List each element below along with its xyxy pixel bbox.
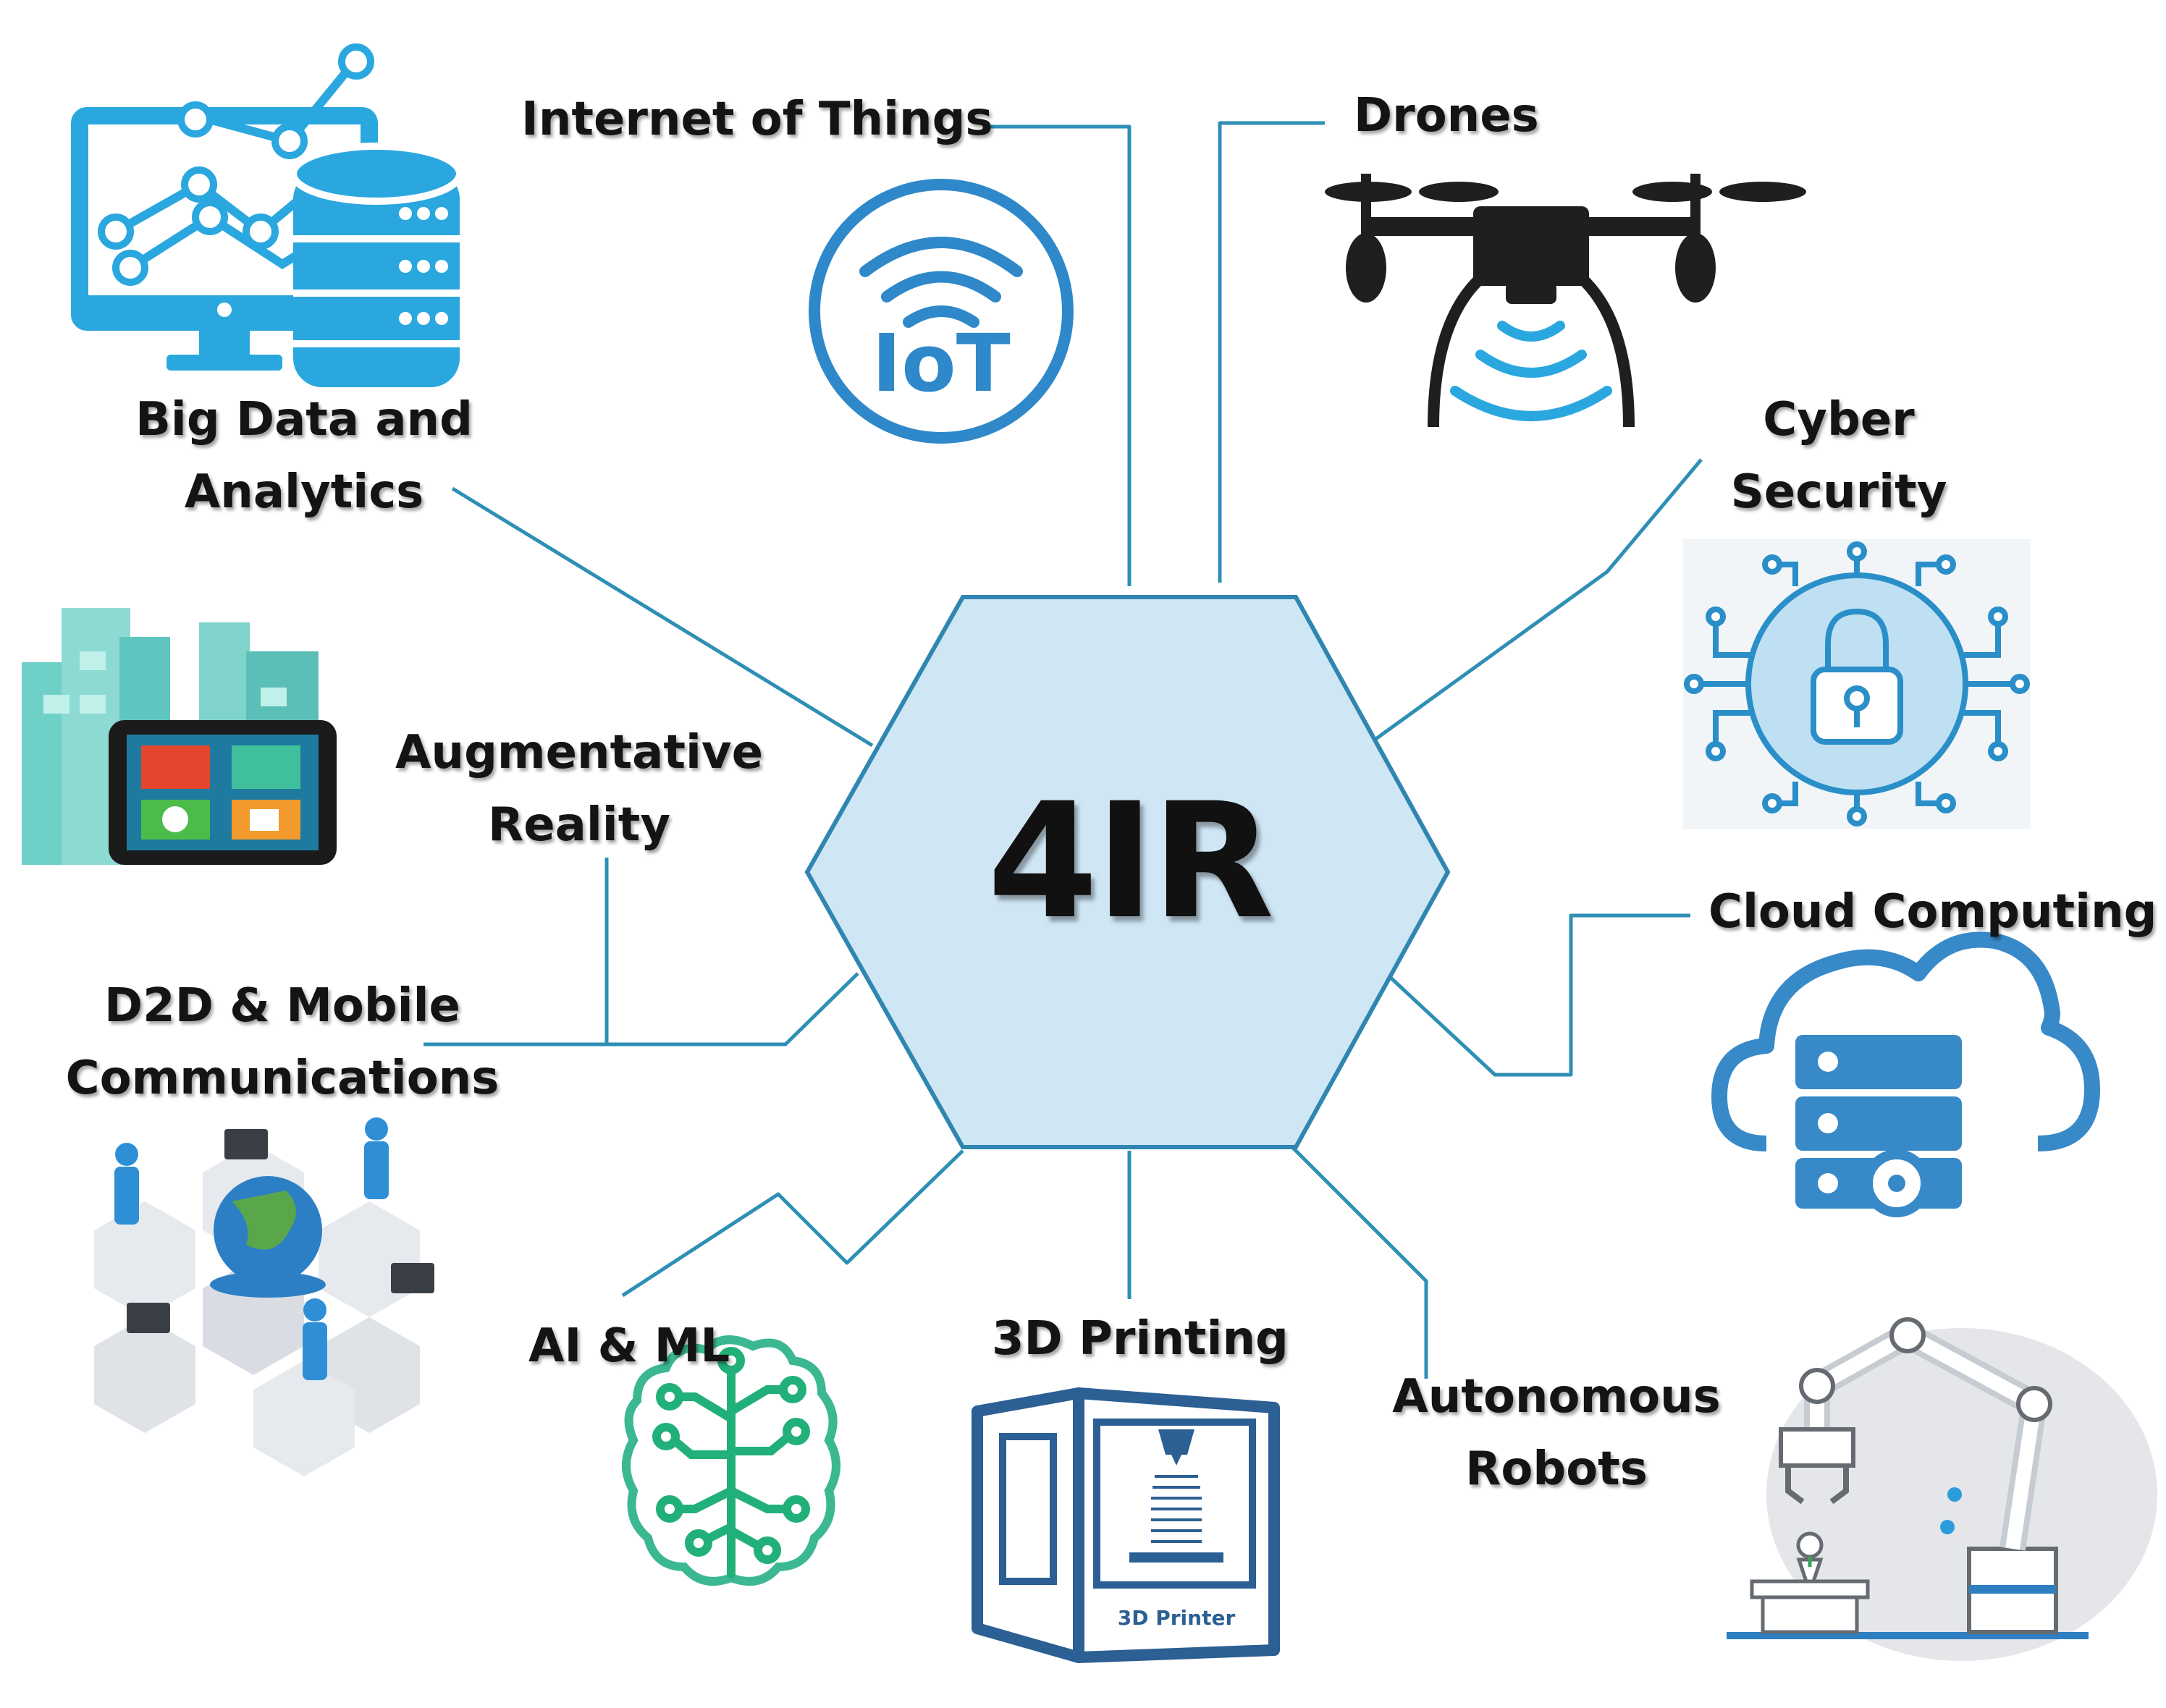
printer-caption: 3D Printer: [1118, 1606, 1236, 1630]
label-cyber-security: Cyber Security: [1708, 384, 1969, 528]
3d-printer-icon: 3D Printer: [972, 1387, 1280, 1663]
iot-icon-text: IoT: [872, 317, 1011, 410]
label-d2d-line1: D2D & Mobile: [104, 979, 460, 1033]
label-3d-printing: 3D Printing: [992, 1312, 1289, 1366]
connector-cyber: [1370, 458, 1703, 744]
connector-robots: [1291, 1146, 1428, 1379]
robot-arm-icon: [1727, 1317, 2157, 1661]
label-robots-line2: Robots: [1465, 1442, 1648, 1496]
label-ar-line1: Augmentative: [395, 726, 763, 779]
brain-circuit-icon: [622, 1335, 840, 1586]
connector-drones: [1218, 121, 1325, 583]
label-cyber-line1: Cyber: [1763, 393, 1915, 447]
label-robots-line1: Autonomous: [1392, 1370, 1721, 1424]
center-title: 4IR: [987, 769, 1274, 954]
label-autonomous-robots: Autonomous Robots: [1390, 1361, 1723, 1505]
label-internet-of-things: Internet of Things: [521, 93, 993, 146]
connector-cloud: [1388, 913, 1690, 1077]
label-drones: Drones: [1354, 89, 1539, 143]
label-ai-ml: AI & ML: [528, 1319, 730, 1373]
cloud-server-icon: [1711, 931, 2100, 1217]
label-big-data: Big Data and Analytics: [116, 384, 492, 528]
connector-big-data: [451, 486, 874, 748]
cyber-lock-icon: [1683, 539, 2031, 829]
label-big-data-line1: Big Data and: [135, 393, 473, 447]
label-d2d-line2: Communications: [65, 1052, 500, 1105]
label-big-data-line2: Analytics: [184, 465, 424, 519]
connector-iot: [985, 124, 1132, 586]
label-cloud-computing: Cloud Computing: [1708, 885, 2157, 939]
label-cyber-line2: Security: [1730, 465, 1947, 519]
mobile-network-icon: [94, 1117, 434, 1476]
connector-lines: [423, 121, 1703, 1379]
drone-icon: [1325, 174, 1806, 428]
label-augmentative-reality: Augmentative Reality: [391, 716, 767, 861]
label-d2d-mobile: D2D & Mobile Communications: [58, 970, 507, 1115]
iot-wifi-icon: IoT: [809, 179, 1074, 444]
smart-city-icon: [22, 608, 337, 865]
label-ar-line2: Reality: [487, 798, 671, 852]
connector-ai: [621, 1149, 964, 1298]
center-hexagon: [804, 595, 1451, 1149]
connector-d2d: [423, 972, 859, 1047]
database-icon: [290, 143, 463, 387]
